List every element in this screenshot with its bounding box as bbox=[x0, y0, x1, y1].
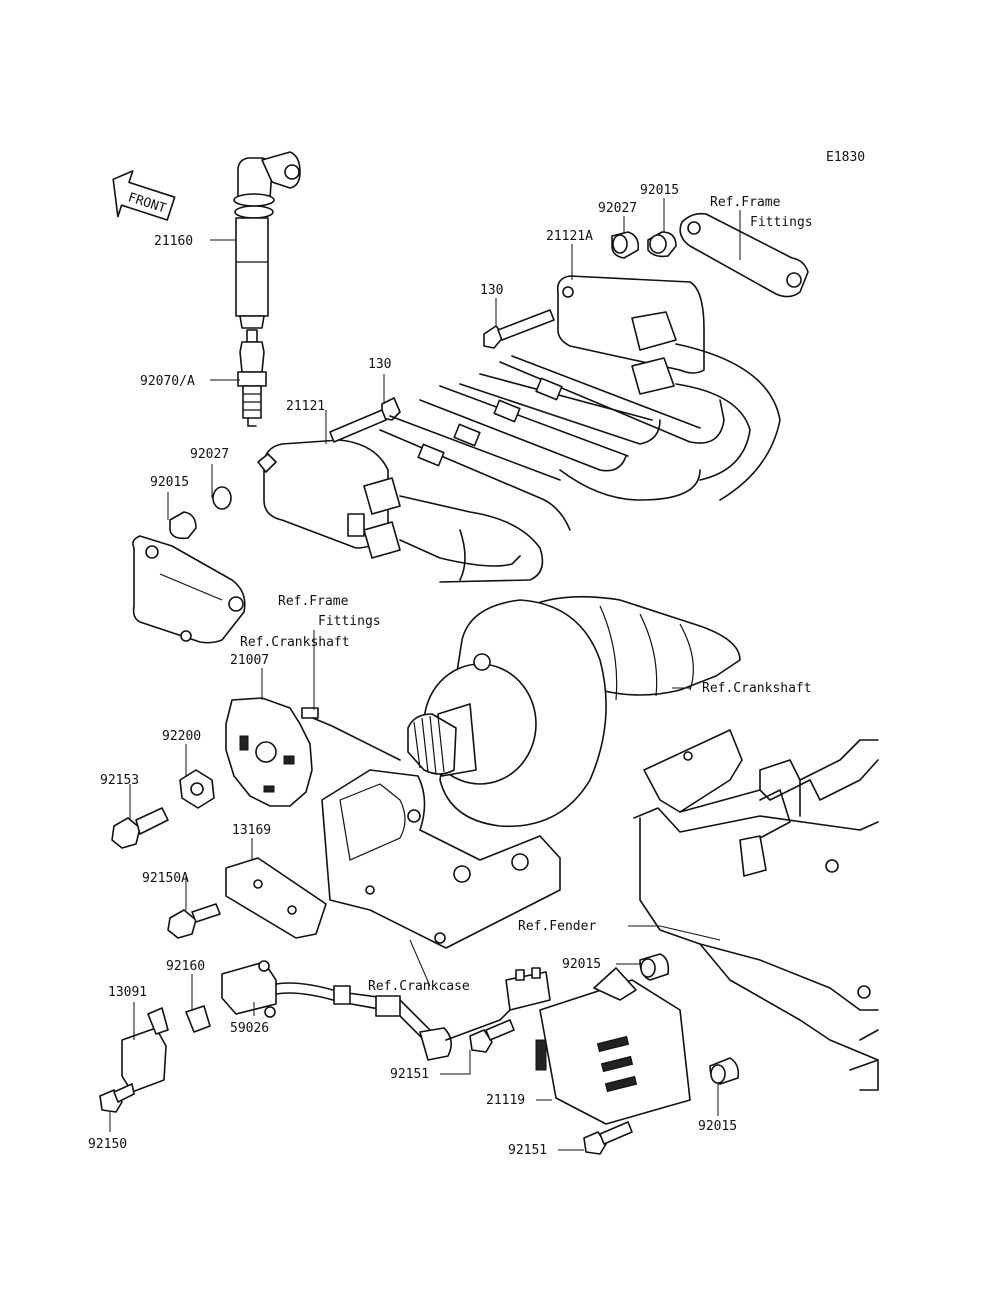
lower-collar-grommet bbox=[169, 486, 232, 540]
ref-frame-lower-line2: Fittings bbox=[318, 614, 381, 629]
callout-92027-upper: 92027 bbox=[598, 201, 637, 216]
ref-frame-upper-line1: Ref.Frame bbox=[710, 195, 781, 210]
bolt-92151-lower bbox=[583, 1121, 633, 1155]
collar-92015-lower-right bbox=[709, 1057, 740, 1085]
crankshaft bbox=[407, 595, 741, 828]
upper-frame-bracket bbox=[679, 212, 809, 298]
bracket-13091 bbox=[121, 1007, 169, 1093]
callout-92015-lower: 92015 bbox=[150, 475, 189, 490]
callout-92015-mid: 92015 bbox=[562, 957, 601, 972]
callout-21160: 21160 bbox=[154, 234, 193, 249]
callout-21119: 21119 bbox=[486, 1093, 525, 1108]
ignition-coil-21121a bbox=[556, 275, 705, 395]
callout-92153: 92153 bbox=[100, 773, 139, 788]
nut-92200 bbox=[179, 769, 215, 809]
collar-92015-upper-right bbox=[639, 953, 670, 981]
callout-92150: 92150 bbox=[88, 1137, 127, 1152]
callout-21121a: 21121A bbox=[546, 229, 593, 244]
plate-13169 bbox=[225, 857, 327, 939]
callout-130-upper: 130 bbox=[480, 283, 503, 298]
ref-frame-upper-line2: Fittings bbox=[750, 215, 813, 230]
ref-frame-lower-line1: Ref.Frame bbox=[278, 594, 349, 609]
callout-21121: 21121 bbox=[286, 399, 325, 414]
callout-92150a: 92150A bbox=[142, 871, 189, 886]
callouts: 21160 92070/A 21121 130 92027 92015 130 … bbox=[88, 183, 813, 1158]
leader-lines bbox=[109, 198, 741, 1151]
callout-92027-lower: 92027 bbox=[190, 447, 229, 462]
callout-21007: 21007 bbox=[230, 653, 269, 668]
bolt-130-upper bbox=[483, 309, 555, 349]
diagram-code: E1830 bbox=[826, 150, 865, 165]
lower-frame-bracket bbox=[132, 535, 246, 644]
bolt-92151-upper bbox=[469, 1019, 515, 1053]
spark-plug-leads bbox=[379, 343, 781, 583]
ref-fender: Ref.Fender bbox=[518, 919, 596, 934]
clip-92160 bbox=[185, 1005, 211, 1033]
timing-rotor bbox=[225, 697, 401, 807]
spark-plug bbox=[237, 329, 267, 427]
ref-crankcase: Ref.Crankcase bbox=[368, 979, 470, 994]
crankcase-cover bbox=[321, 769, 561, 949]
bolt-92150 bbox=[99, 1083, 135, 1113]
front-arrow-icon: FRONT bbox=[112, 170, 176, 221]
pickup-coil bbox=[221, 960, 551, 1061]
igniter-unit bbox=[535, 967, 691, 1125]
ignition-coil-21121 bbox=[257, 439, 401, 559]
callout-92015-bottom: 92015 bbox=[698, 1119, 737, 1134]
callout-92151-lower: 92151 bbox=[508, 1143, 547, 1158]
callout-92151-upper: 92151 bbox=[390, 1067, 429, 1082]
ref-crankshaft-left: Ref.Crankshaft bbox=[240, 635, 350, 650]
callout-13091: 13091 bbox=[108, 985, 147, 1000]
callout-92200: 92200 bbox=[162, 729, 201, 744]
spark-plug-cap bbox=[233, 151, 301, 329]
callout-130-lower: 130 bbox=[368, 357, 391, 372]
callout-92015-upper: 92015 bbox=[640, 183, 679, 198]
ref-crankshaft-right: Ref.Crankshaft bbox=[702, 681, 812, 696]
bolt-130-lower bbox=[329, 397, 401, 443]
upper-collar-grommet bbox=[611, 231, 677, 259]
callout-13169: 13169 bbox=[232, 823, 271, 838]
bolt-92150a bbox=[167, 903, 221, 939]
callout-92070a: 92070/A bbox=[140, 374, 195, 389]
bolt-92153 bbox=[111, 807, 169, 849]
callout-59026: 59026 bbox=[230, 1021, 269, 1036]
callout-92160: 92160 bbox=[166, 959, 205, 974]
fender bbox=[633, 729, 879, 1091]
